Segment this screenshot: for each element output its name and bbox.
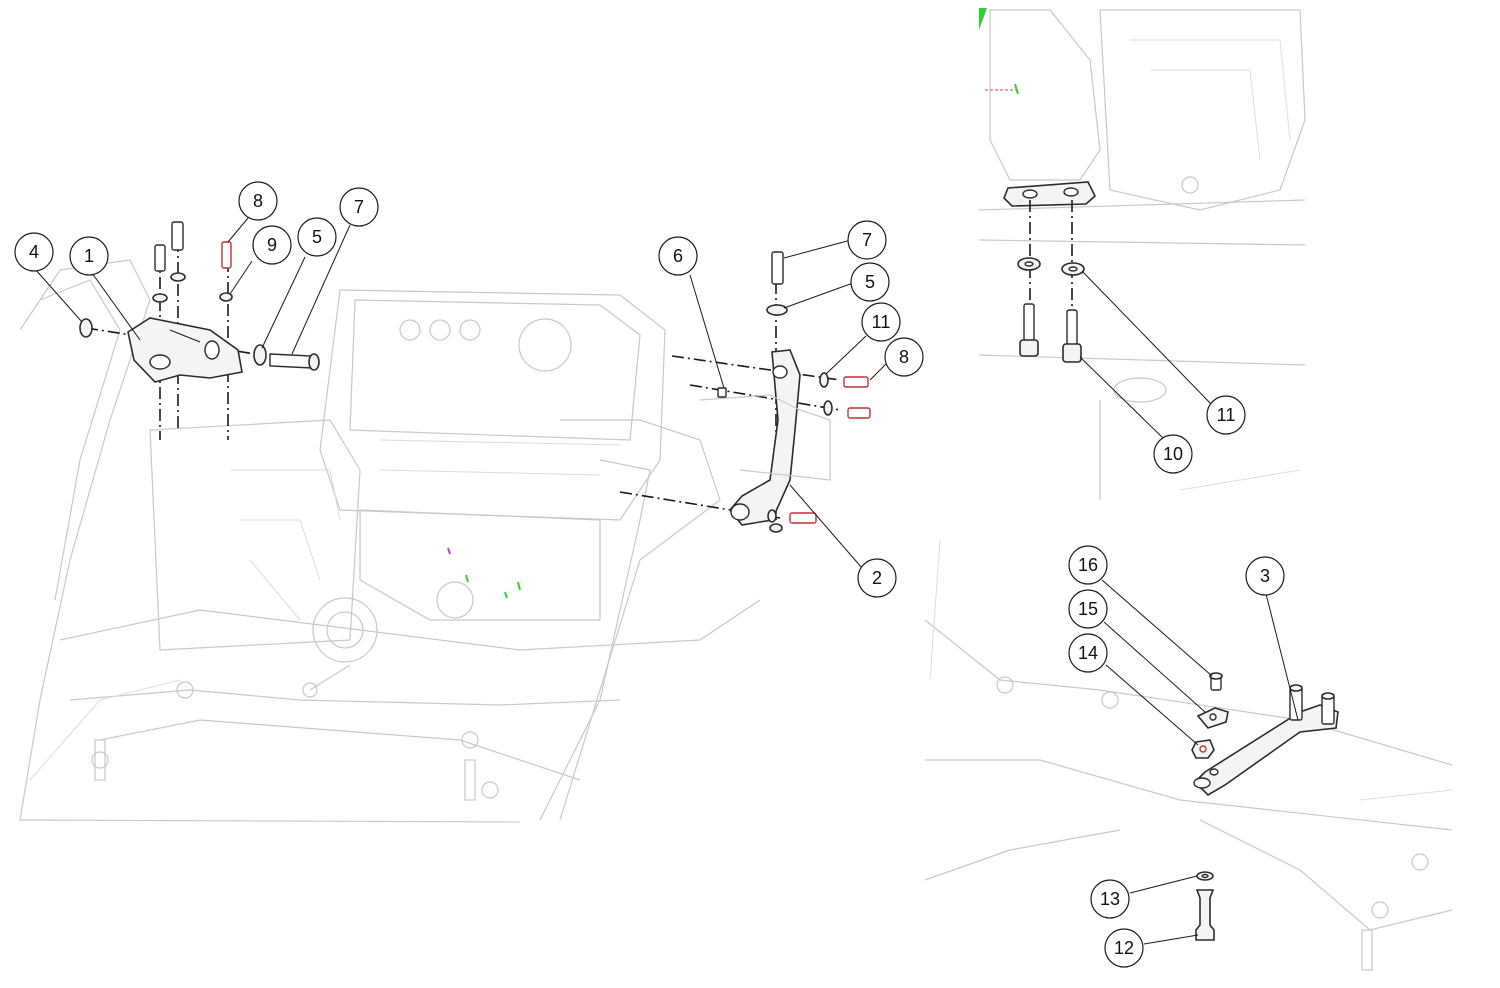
- main-assembly-view: [19, 217, 888, 823]
- fasteners-right: [717, 251, 871, 533]
- green-corner-mark: [979, 8, 987, 30]
- callout-5-right: 5: [850, 262, 890, 302]
- callout-label: 16: [1078, 555, 1098, 575]
- callout-label: 8: [253, 191, 263, 211]
- upper-right-detail-view: [978, 8, 1306, 500]
- spacer-5-left: [253, 344, 267, 366]
- chassis-frame-ghost: [19, 259, 761, 823]
- callout-11-main: 11: [861, 302, 901, 342]
- callout-label: 8: [899, 347, 909, 367]
- callout-label: 9: [267, 235, 277, 255]
- callout-label: 10: [1163, 444, 1183, 464]
- callout-8-right: 8: [884, 337, 924, 377]
- callout-label: 15: [1078, 599, 1098, 619]
- callout-3: 3: [1245, 556, 1285, 596]
- callout-2: 2: [857, 558, 897, 598]
- left-mount-bracket: [127, 317, 243, 383]
- callout-label: 7: [862, 230, 872, 250]
- callout-label: 12: [1114, 938, 1134, 958]
- callout-15: 15: [1068, 589, 1108, 629]
- right-mount-bracket: [699, 349, 831, 526]
- callout-11-upper-detail: 11: [1206, 395, 1246, 435]
- callout-label: 2: [872, 568, 882, 588]
- callout-6: 6: [658, 236, 698, 276]
- bolts-left: [152, 221, 233, 303]
- callout-label: 1: [84, 246, 94, 266]
- callout-4: 4: [14, 232, 54, 272]
- callout-label: 11: [872, 312, 891, 332]
- callout-label: 4: [29, 242, 39, 262]
- callout-7-left: 7: [339, 187, 379, 227]
- green-accents: [447, 547, 521, 599]
- callout-label: 7: [354, 197, 364, 217]
- callout-7-right: 7: [847, 220, 887, 260]
- callout-label: 13: [1100, 889, 1120, 909]
- leader-lines-main: [34, 217, 888, 569]
- long-bolt-7-left: [269, 353, 320, 371]
- callout-label: 6: [673, 246, 683, 266]
- washer-4: [79, 318, 93, 338]
- callout-label: 14: [1078, 643, 1098, 663]
- callout-label: 3: [1260, 566, 1270, 586]
- callout-1: 1: [69, 236, 109, 276]
- callout-label: 11: [1217, 405, 1236, 425]
- callout-10: 10: [1153, 434, 1193, 474]
- assembly-axes-right: [619, 260, 841, 530]
- callout-9: 9: [252, 225, 292, 265]
- callout-8-left: 8: [238, 181, 278, 221]
- callout-16: 16: [1068, 545, 1108, 585]
- callout-label: 5: [312, 227, 322, 247]
- engine-block-ghost: [149, 289, 666, 698]
- callout-label: 5: [865, 272, 875, 292]
- callout-14: 14: [1068, 633, 1108, 673]
- lower-right-detail-view: [924, 539, 1453, 971]
- callout-13: 13: [1090, 879, 1130, 919]
- callout-bubbles: 4 1 8 9 5 7 6 7: [14, 181, 1285, 968]
- callout-5-left: 5: [297, 217, 337, 257]
- callout-12: 12: [1104, 928, 1144, 968]
